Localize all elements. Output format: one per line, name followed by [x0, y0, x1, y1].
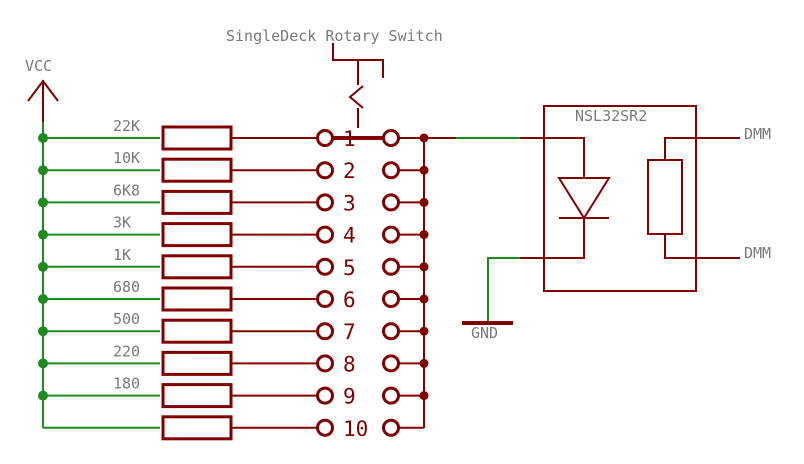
dmm-top-label: DMM	[744, 125, 771, 143]
vcc-junction-dot	[38, 197, 48, 208]
resistor-value-label: 680	[113, 278, 140, 296]
component-label: NSL32SR2	[575, 107, 647, 125]
resistor-icon	[161, 189, 233, 215]
resistor-icon	[161, 286, 233, 312]
ladder-row-6: 680 6	[38, 278, 429, 312]
resistor-icon	[161, 222, 233, 248]
resistor-value-label: 22K	[113, 117, 140, 135]
switch-title: SingleDeck Rotary Switch	[226, 27, 443, 45]
resistor-value-label: 6K8	[113, 181, 140, 199]
resistor-icon	[161, 318, 233, 344]
switch-contact-right	[382, 322, 400, 341]
vcc-junction-dot	[38, 165, 48, 176]
optocoupler-body	[543, 105, 697, 292]
ladder-row-2: 10K 2	[38, 149, 429, 183]
switch-contact-right	[382, 354, 400, 373]
resistor-value-label: 1K	[113, 246, 131, 264]
vcc-junction-dot	[38, 261, 48, 272]
resistor-value-label: 180	[113, 375, 140, 393]
switch-contact-right	[382, 386, 400, 405]
switch-contact-right	[382, 225, 400, 244]
ladder-row-7: 500 7	[38, 310, 429, 344]
switch-position-label: 3	[343, 191, 356, 215]
ladder-row-8: 220 8	[38, 342, 429, 376]
vcc-junction-dot	[38, 326, 48, 337]
switch-contact-right	[382, 418, 400, 437]
resistor-icon	[161, 254, 233, 280]
vcc-junction-dot	[38, 294, 48, 304]
vcc-junction-dot	[38, 390, 48, 401]
switch-contact-right	[382, 161, 400, 180]
led-diode-icon	[557, 177, 611, 220]
ladder-row-10: 10	[43, 415, 424, 441]
photoresistor-icon	[647, 159, 683, 235]
switch-contact-left	[316, 225, 334, 244]
gnd-label: GND	[471, 324, 498, 342]
ladder-row-3: 6K8 3	[38, 181, 429, 215]
resistor-icon	[161, 383, 233, 409]
vcc-junction-dot	[38, 229, 48, 240]
switch-position-label: 5	[343, 256, 356, 280]
resistor-icon	[161, 350, 233, 376]
vcc-junction-dot	[38, 358, 48, 369]
resistor-icon	[161, 125, 233, 151]
switch-contact-right	[382, 129, 400, 147]
switch-contact-left	[316, 161, 334, 180]
nsl32sr2-optocoupler: NSL32SR2	[520, 105, 740, 292]
resistor-value-label: 220	[113, 342, 140, 360]
resistor-value-label: 3K	[113, 214, 131, 232]
switch-contact-left	[316, 257, 334, 276]
switch-contact-left	[316, 322, 334, 341]
switch-contact-left	[316, 290, 334, 308]
switch-position-label: 9	[343, 385, 356, 409]
resistor-icon	[161, 157, 233, 183]
switch-contact-left	[316, 418, 334, 437]
ground-symbol	[462, 257, 520, 325]
resistor-icon	[161, 415, 233, 441]
dmm-bottom-label: DMM	[744, 244, 771, 262]
resistor-value-label: 500	[113, 310, 140, 328]
ladder-row-4: 3K 4	[38, 214, 429, 248]
switch-position-label: 10	[343, 417, 368, 441]
switch-contact-left	[316, 386, 334, 405]
vcc-label: VCC	[25, 57, 52, 75]
resistor-ladder: 22K110K26K833K41K5680650072208180910	[38, 117, 429, 441]
resistor-value-label: 10K	[113, 149, 140, 167]
switch-position-label: 8	[343, 352, 356, 376]
switch-position-label: 2	[343, 159, 356, 183]
switch-position-label: 6	[343, 288, 356, 312]
switch-position-label: 7	[343, 320, 356, 344]
vcc-junction-dot	[38, 133, 48, 143]
switch-contact-left	[316, 129, 334, 147]
switch-contact-right	[382, 290, 400, 308]
vcc-arrow-icon	[27, 79, 59, 122]
switch-contact-left	[316, 354, 334, 373]
switch-position-label: 4	[343, 224, 356, 248]
switch-contact-right	[382, 193, 400, 212]
switch-contact-right	[382, 257, 400, 276]
switch-handle-symbol	[332, 43, 384, 128]
switch-contact-left	[316, 193, 334, 212]
ladder-row-5: 1K 5	[38, 246, 429, 280]
